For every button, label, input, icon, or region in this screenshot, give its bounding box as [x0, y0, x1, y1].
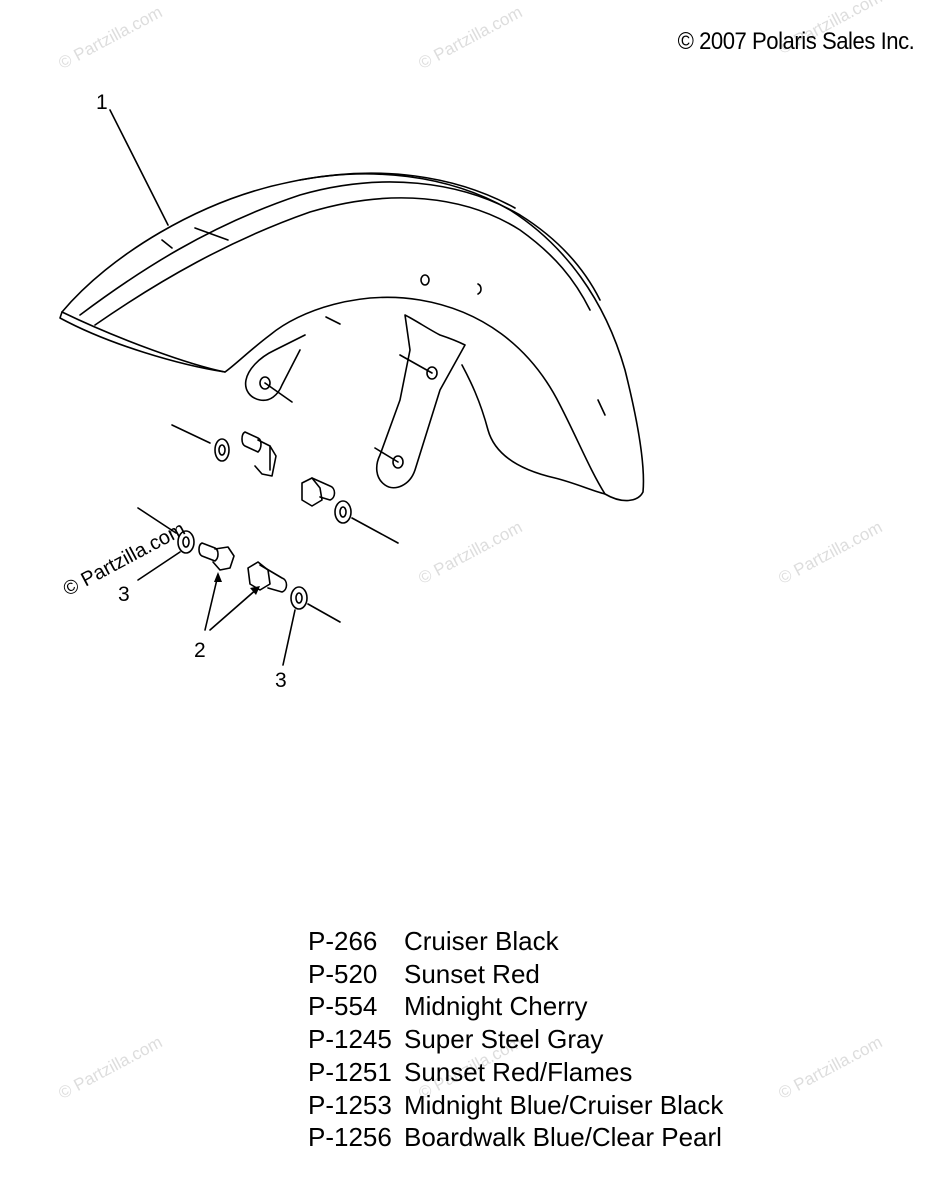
- paint-code-item: P-266 Cruiser Black: [308, 925, 723, 958]
- paint-color: Midnight Cherry: [404, 991, 588, 1022]
- paint-color: Sunset Red: [404, 958, 540, 989]
- right-bracket: [375, 314, 466, 489]
- bolt: [198, 542, 219, 562]
- callout-bolts: 2: [194, 639, 206, 662]
- bolt: [301, 477, 323, 507]
- paint-code-item: P-1245 Super Steel Gray: [308, 1023, 723, 1056]
- paint-code: P-1256: [308, 1122, 392, 1153]
- washer: [290, 586, 308, 610]
- washer: [177, 530, 195, 554]
- leader-line: [209, 587, 259, 631]
- paint-color: Boardwalk Blue/Clear Pearl: [404, 1122, 722, 1153]
- leader-line: [137, 551, 181, 581]
- callout-washer-left: 3: [118, 583, 130, 606]
- callout-washer-right: 3: [275, 669, 287, 692]
- leader-line: [204, 574, 219, 631]
- paint-color: Sunset Red/Flames: [404, 1056, 633, 1087]
- paint-color: Midnight Blue/Cruiser Black: [404, 1089, 724, 1120]
- paint-code-item: P-1253 Midnight Blue/Cruiser Black: [308, 1089, 723, 1122]
- paint-code: P-554: [308, 991, 378, 1022]
- washer: [334, 500, 352, 524]
- washer: [214, 438, 230, 462]
- paint-code-item: P-554 Midnight Cherry: [308, 990, 723, 1023]
- paint-color: Super Steel Gray: [404, 1024, 604, 1055]
- paint-code-item: P-1251 Sunset Red/Flames: [308, 1056, 723, 1089]
- paint-code-list: P-266 Cruiser Black P-520 Sunset Red P-554…: [308, 925, 723, 1154]
- paint-code-item: P-520 Sunset Red: [308, 958, 723, 991]
- paint-code: P-266: [308, 926, 378, 956]
- paint-code: P-1251: [308, 1056, 392, 1087]
- paint-code-item: P-1256 Boardwalk Blue/Clear Pearl: [308, 1121, 723, 1154]
- bolt: [241, 431, 262, 453]
- bolt: [247, 561, 271, 591]
- paint-code: P-520: [308, 958, 378, 989]
- leader-line: [282, 609, 296, 666]
- copyright-notice: © 2007 Polaris Sales Inc.: [677, 28, 914, 55]
- mounting-hole: [420, 274, 430, 286]
- left-bracket: [244, 334, 306, 402]
- paint-code: P-1245: [308, 1024, 392, 1055]
- paint-color: Cruiser Black: [404, 926, 559, 956]
- leader-line: [109, 109, 169, 226]
- paint-code: P-1253: [308, 1089, 392, 1120]
- fender-outline: [61, 173, 645, 502]
- mounting-hole: [477, 283, 482, 295]
- callout-fender: 1: [96, 91, 108, 114]
